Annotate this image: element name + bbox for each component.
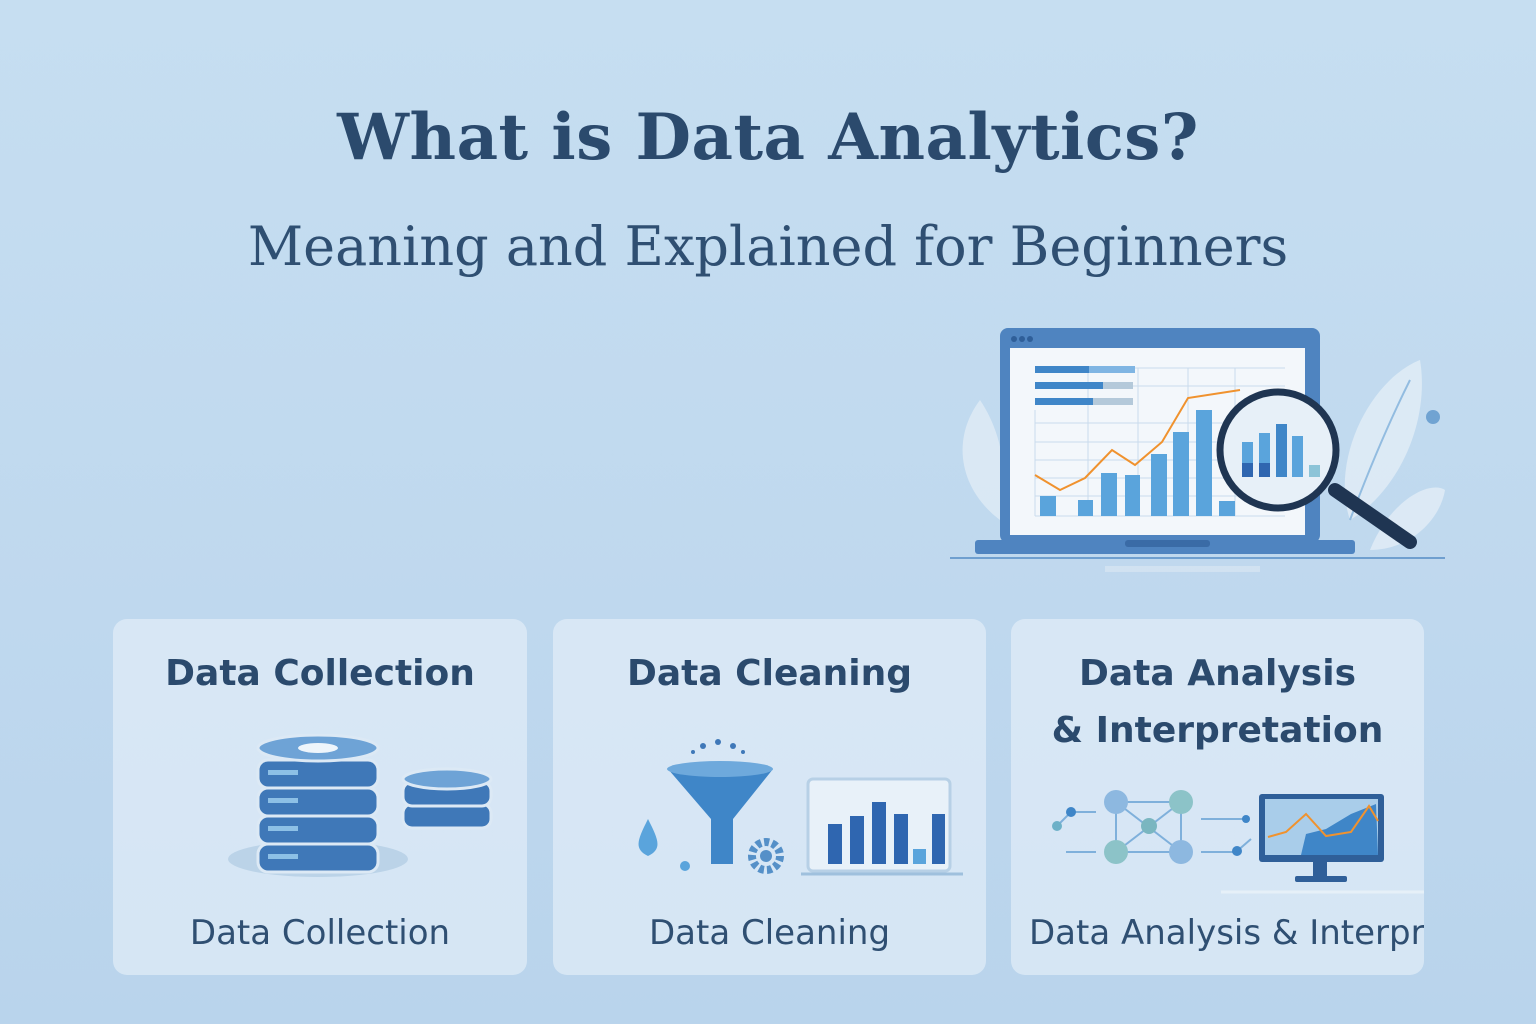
- magnifier-icon: [1216, 388, 1417, 549]
- card-title: Data Collection: [165, 653, 475, 694]
- card-title: Data Analysis & Interpretation: [1011, 645, 1424, 759]
- card-data-cleaning[interactable]: Data Cleaning Data Cleaning: [553, 619, 986, 975]
- funnel-icon: [638, 739, 963, 876]
- card-title-line1: Data Analysis: [1079, 653, 1356, 694]
- card-title-line2: & Interpretation: [1051, 710, 1384, 751]
- network-monitor-icon: [1052, 790, 1424, 894]
- card-data-analysis[interactable]: Data Analysis & Interpretation Data Anal…: [1011, 619, 1424, 975]
- chart-bars: [1040, 410, 1235, 516]
- laptop-chart-illustration: [950, 328, 1445, 572]
- page-title: What is Data Analytics?: [337, 100, 1199, 175]
- card-label: Data Analysis & Interpreta: [1029, 913, 1424, 953]
- card-data-collection[interactable]: Data Collection Data Collection: [113, 619, 527, 975]
- database-stack-icon: [228, 734, 493, 877]
- card-label: Data Collection: [189, 913, 451, 953]
- page-subtitle: Meaning and Explained for Beginners: [247, 215, 1289, 278]
- card-label: Data Cleaning: [648, 913, 891, 953]
- card-title: Data Cleaning: [626, 653, 913, 694]
